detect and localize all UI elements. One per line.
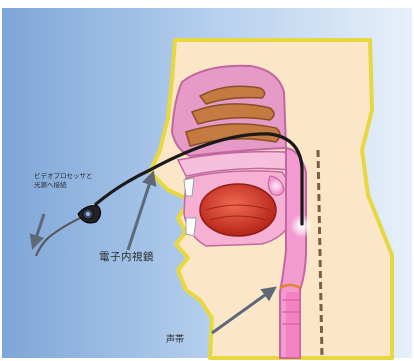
video-processor-label-line2: 光源へ接続: [34, 182, 93, 189]
video-processor-label: ビデオプロセッサと 光源へ接続: [34, 173, 93, 192]
vocal-cords-label: 声帯: [166, 335, 184, 345]
uvula-glow: [269, 179, 283, 193]
video-processor-label-line1: ビデオプロセッサと: [34, 173, 93, 180]
tongue: [200, 184, 276, 236]
trachea: [286, 292, 300, 358]
endoscope-label: 電子内視鏡: [99, 251, 154, 263]
